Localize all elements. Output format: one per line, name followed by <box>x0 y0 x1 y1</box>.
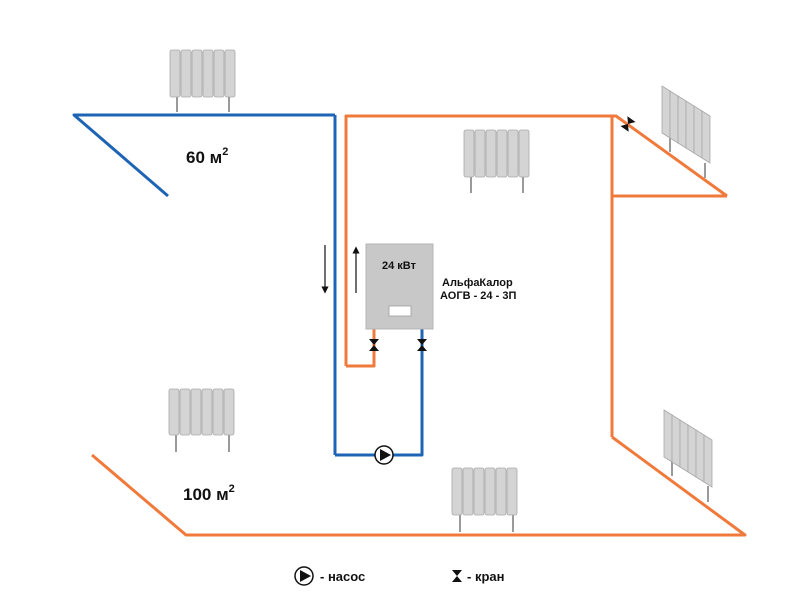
upper-floor-area: 60 м2 <box>186 146 228 167</box>
upper-supply-pipe <box>344 114 728 366</box>
radiator-upper-right <box>661 85 711 178</box>
upper-return-pipe <box>72 113 335 198</box>
valve-icon <box>620 116 636 132</box>
boiler-power: 24 кВт <box>382 260 417 272</box>
radiator-upper-center <box>463 129 530 193</box>
boiler-display <box>388 305 412 317</box>
legend-valve-label: - кран <box>467 569 504 584</box>
radiator-lower-left <box>168 388 235 452</box>
valve-icon <box>417 339 427 351</box>
lower-floor-area: 100 м2 <box>183 483 235 504</box>
boiler-brand: АльфаКалор <box>442 277 513 289</box>
radiator-lower-center <box>451 467 518 532</box>
upper-floor: 60 м2 <box>72 113 728 437</box>
lower-floor: 100 м2 <box>91 115 747 537</box>
valve-icon <box>369 339 379 351</box>
boiler: 24 кВт АльфаКалор АОГВ - 24 - 3П <box>365 243 516 330</box>
boiler-supply-pipe <box>346 328 376 368</box>
boiler-model: АОГВ - 24 - 3П <box>440 290 516 302</box>
boiler-return-pipe <box>335 328 424 457</box>
radiator-lower-right <box>663 409 713 502</box>
pump-icon <box>374 445 394 465</box>
legend-valve-icon <box>452 570 462 582</box>
legend-pump-icon <box>294 566 314 586</box>
legend-pump-label: - насос <box>320 569 365 584</box>
lower-supply-pipe <box>91 435 747 537</box>
radiator-upper-left <box>169 49 236 112</box>
legend: - насос - кран <box>294 566 504 586</box>
